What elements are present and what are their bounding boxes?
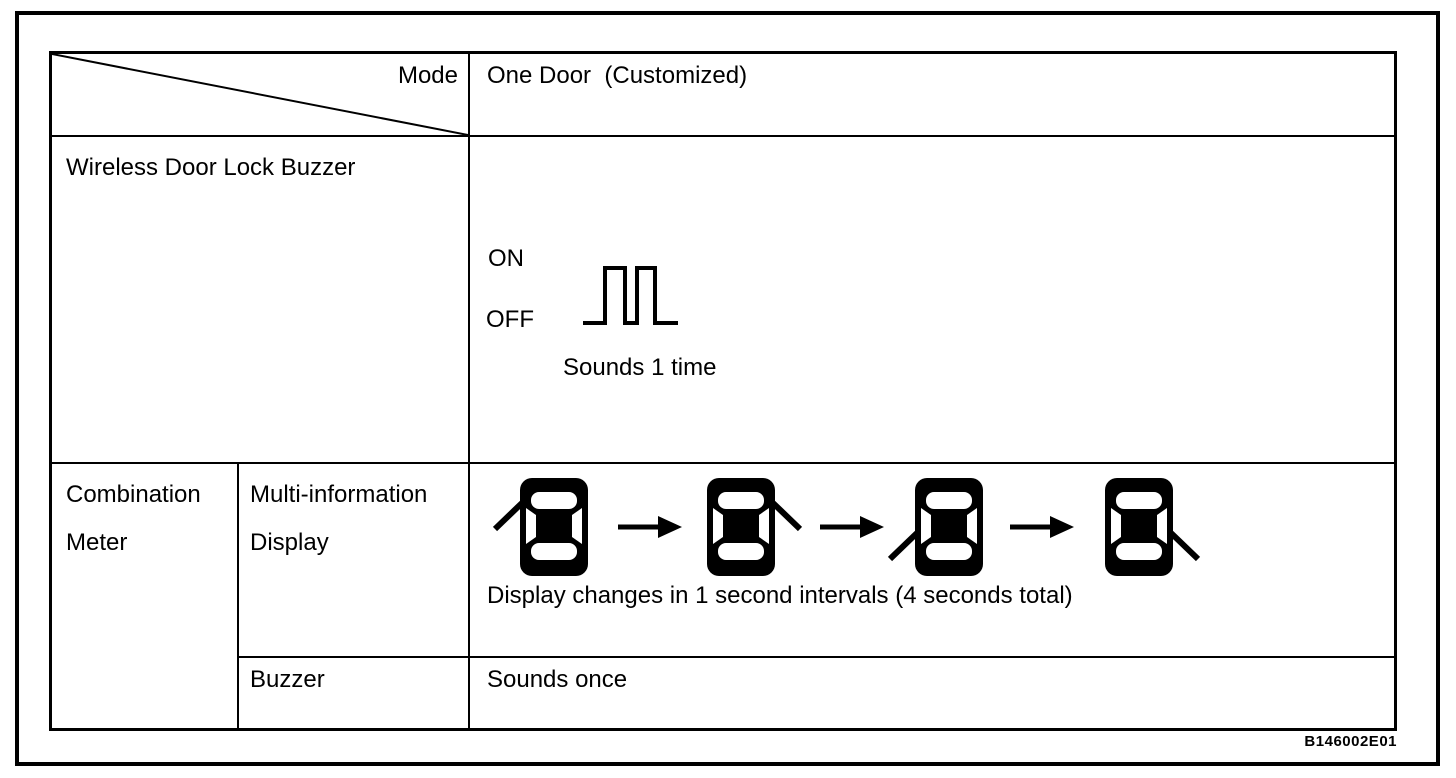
- door-lock-mode-table: Mode One Door (Customized) Wireless Door…: [49, 51, 1397, 731]
- arrow-right-icon: [1010, 516, 1074, 538]
- car-door-open-icon-front-right: [707, 478, 803, 576]
- meter-buzzer-label: Buzzer: [250, 666, 325, 693]
- wireless-buzzer-label: Wireless Door Lock Buzzer: [66, 154, 356, 181]
- mode-value: One Door (Customized): [487, 62, 748, 89]
- diagonal-line: [52, 54, 468, 135]
- divider-vertical-main: [468, 54, 470, 728]
- multi-information-display-label: Multi-information Display: [250, 481, 428, 556]
- buzzer-pulse-waveform-icon: [583, 266, 678, 325]
- arrow-right-icon: [820, 516, 884, 538]
- mode-corner-label: Mode: [397, 62, 458, 89]
- divider-vertical-sub: [237, 462, 239, 728]
- signal-off-label: OFF: [486, 306, 534, 333]
- signal-caption: Sounds 1 time: [563, 354, 717, 381]
- signal-on-label: ON: [488, 245, 524, 272]
- car-door-open-icon-rear-right: [1105, 478, 1201, 576]
- divider-buzzer-top: [237, 656, 1394, 658]
- car-door-open-icon-front-left: [492, 478, 588, 576]
- figure-code: B146002E01: [1304, 733, 1397, 750]
- divider-row2-bottom: [52, 462, 1394, 464]
- divider-header-bottom: [52, 135, 1394, 137]
- meter-buzzer-value: Sounds once: [487, 666, 628, 693]
- arrow-right-icon: [618, 516, 682, 538]
- header-corner-cell: Mode: [52, 54, 468, 135]
- car-door-open-icon-rear-left: [887, 478, 983, 576]
- combination-meter-label: Combination Meter: [66, 481, 201, 556]
- display-sequence-caption: Display changes in 1 second intervals (4…: [487, 582, 1073, 609]
